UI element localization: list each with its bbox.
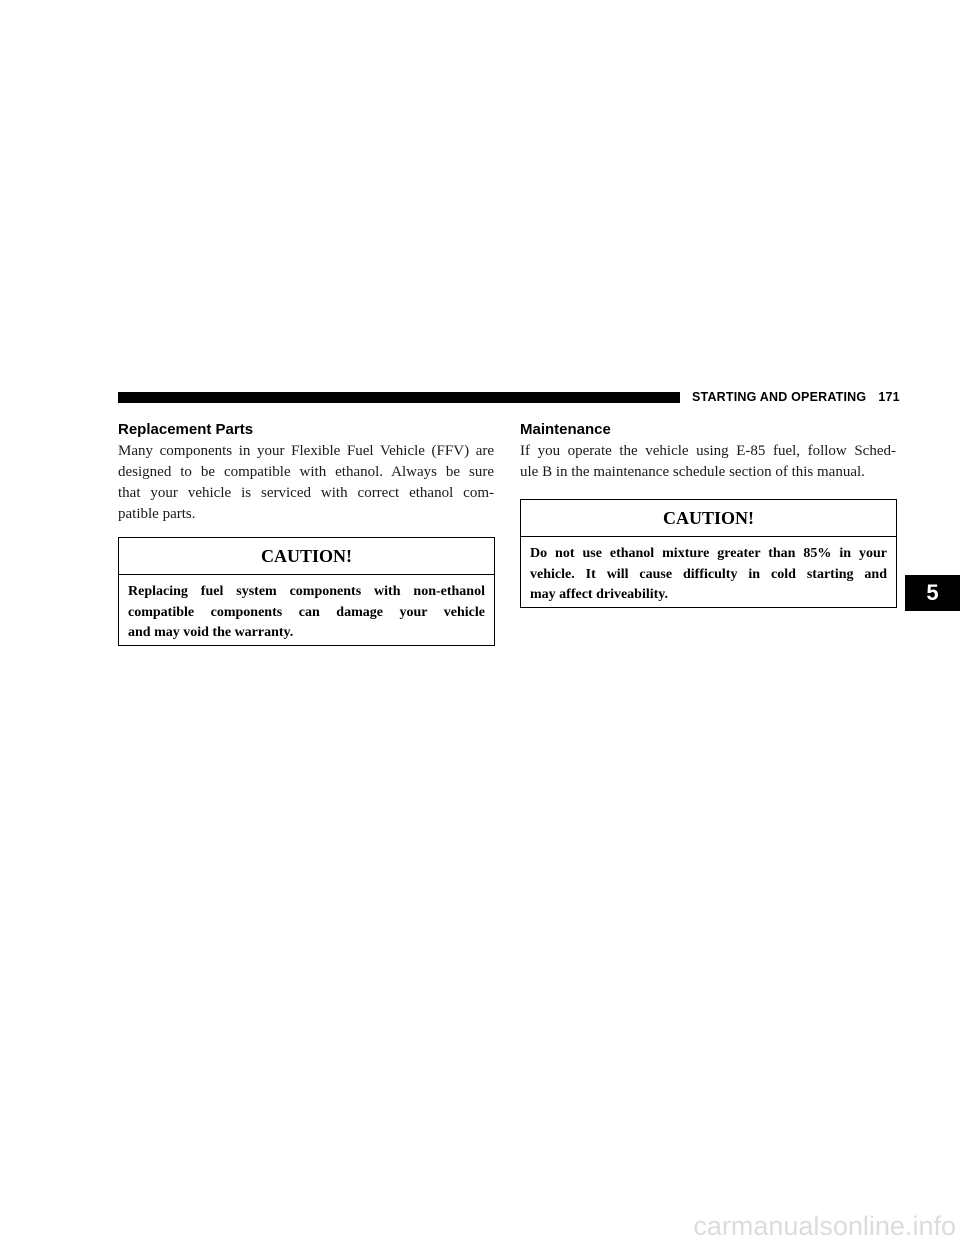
caution-title: CAUTION! — [521, 500, 896, 537]
watermark: carmanualsonline.info — [693, 1211, 956, 1241]
replacement-parts-paragraph: Many components in your Flexible Fuel Ve… — [118, 441, 494, 525]
caution-line: Do not use ethanol mixture greater than … — [530, 546, 887, 561]
paragraph-line: ule B in the maintenance schedule sectio… — [520, 464, 865, 480]
caution-line: may affect driveability. — [530, 587, 669, 602]
section-title: STARTING AND OPERATING — [692, 390, 867, 404]
paragraph-line: that your vehicle is serviced with corre… — [118, 485, 494, 501]
maintenance-heading: Maintenance — [520, 421, 611, 438]
caution-box-replacement-parts: CAUTION! Replacing fuel system component… — [118, 537, 495, 646]
caution-title: CAUTION! — [119, 538, 494, 575]
paragraph-line: If you operate the vehicle using E-85 fu… — [520, 443, 896, 459]
page-number: 171 — [878, 390, 900, 404]
paragraph-line: designed to be compatible with ethanol. … — [118, 464, 494, 480]
running-header: STARTING AND OPERATING 171 — [692, 390, 900, 404]
caution-box-maintenance: CAUTION! Do not use ethanol mixture grea… — [520, 499, 897, 608]
paragraph-line: Many components in your Flexible Fuel Ve… — [118, 443, 494, 459]
caution-line: and may void the warranty. — [128, 625, 294, 640]
chapter-tab: 5 — [905, 575, 960, 611]
caution-text: Do not use ethanol mixture greater than … — [521, 537, 896, 606]
header-rule — [118, 392, 680, 403]
replacement-parts-heading: Replacement Parts — [118, 421, 254, 438]
caution-text: Replacing fuel system components with no… — [119, 575, 494, 644]
caution-line: Replacing fuel system components with no… — [128, 584, 485, 599]
paragraph-line: patible parts. — [118, 506, 196, 522]
caution-line: vehicle. It will cause difficulty in col… — [530, 566, 887, 582]
caution-line: compatible components can damage your ve… — [128, 604, 485, 620]
maintenance-paragraph: If you operate the vehicle using E-85 fu… — [520, 441, 896, 483]
